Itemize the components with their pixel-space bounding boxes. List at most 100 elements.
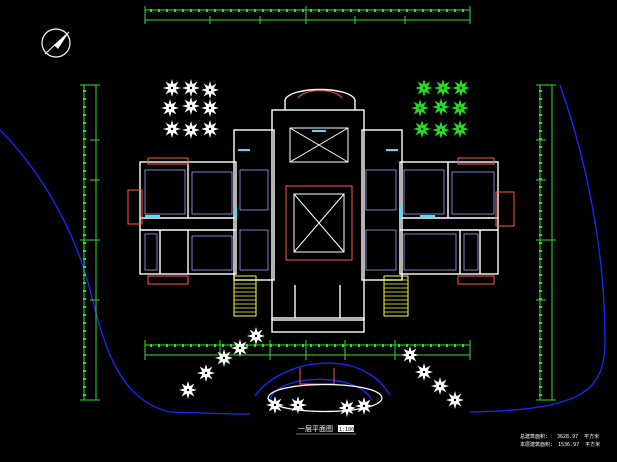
floor-area-unit: 平方米 [585, 441, 600, 448]
dim-tick [198, 9, 200, 12]
scale-label: 1:100 [339, 427, 354, 433]
dim-tick [358, 9, 360, 12]
door-markers [145, 130, 435, 220]
stair-steps [234, 279, 408, 313]
dim-tick [254, 9, 256, 12]
tree-icon [431, 377, 449, 395]
dim-tick [83, 130, 86, 132]
dim-tick [382, 9, 384, 12]
dim-tick [539, 362, 542, 364]
tree-icon [161, 99, 179, 117]
dim-tick [246, 9, 248, 12]
dim-tick [83, 322, 86, 324]
tree-icon [266, 396, 284, 414]
dim-tick [539, 314, 542, 316]
dim-tick [539, 290, 542, 292]
tree-icon [432, 98, 450, 116]
dim-tick [83, 162, 86, 164]
dim-tick [326, 344, 328, 347]
dim-tick [438, 344, 440, 347]
floor-area-value: 1536.97 [558, 442, 579, 448]
dim-tick [539, 258, 542, 260]
dim-tick [342, 9, 344, 12]
dim-tick [398, 9, 400, 12]
dim-tick [539, 90, 542, 92]
total-area-unit: 平方米 [584, 433, 599, 440]
dim-tick [539, 170, 542, 172]
dim-tick [539, 106, 542, 108]
dim-tick [83, 266, 86, 268]
tree-icon [182, 97, 200, 115]
dim-tick [83, 282, 86, 284]
dim-tick [83, 330, 86, 332]
dim-tick [462, 9, 464, 12]
dim-tick [206, 344, 208, 347]
dim-tick [539, 242, 542, 244]
dim-tick [342, 344, 344, 347]
dim-tick [83, 274, 86, 276]
dim-tick [358, 344, 360, 347]
dim-tick [190, 344, 192, 347]
dim-tick [422, 344, 424, 347]
dim-tick [198, 344, 200, 347]
dim-tick [539, 274, 542, 276]
hall-atrium [127, 90, 515, 385]
dim-tick [246, 344, 248, 347]
dim-tick [406, 344, 408, 347]
tree-icon [452, 79, 470, 97]
dim-tick [83, 122, 86, 124]
dim-tick [539, 162, 542, 164]
dim-tick [539, 298, 542, 300]
dim-tick [414, 344, 416, 347]
dim-tick [454, 9, 456, 12]
dim-tick [430, 9, 432, 12]
tree-icon [451, 120, 469, 138]
dim-tick [83, 378, 86, 380]
dim-tick [539, 378, 542, 380]
dim-tick [374, 344, 376, 347]
dim-tick [83, 298, 86, 300]
tree-icon [411, 99, 429, 117]
dim-tick [262, 344, 264, 347]
dim-tick [83, 346, 86, 348]
dim-tick [222, 344, 224, 347]
area-notes: 总建筑面积: 3628.97 平方米 本层建筑面积: 1536.97 平方米 [520, 433, 600, 448]
tree-icon [201, 99, 219, 117]
dim-tick [366, 9, 368, 12]
dim-tick [422, 9, 424, 12]
dim-tick [318, 344, 320, 347]
dim-tick [302, 344, 304, 347]
tree-icon [413, 120, 431, 138]
dim-tick [539, 322, 542, 324]
dim-tick [539, 394, 542, 396]
dim-tick [83, 218, 86, 220]
dim-tick [539, 250, 542, 252]
dim-tick [83, 194, 86, 196]
dim-tick [374, 9, 376, 12]
dim-tick [182, 9, 184, 12]
dim-tick [539, 98, 542, 100]
dim-tick [83, 370, 86, 372]
dim-tick [334, 9, 336, 12]
dim-tick [158, 344, 160, 347]
dim-tick [230, 9, 232, 12]
dim-tick [206, 9, 208, 12]
tree-icon [163, 79, 181, 97]
dim-tick [539, 130, 542, 132]
dim-tick [174, 9, 176, 12]
dim-tick [539, 154, 542, 156]
road-lines [0, 84, 606, 415]
dim-tick [454, 344, 456, 347]
dim-tick [539, 138, 542, 140]
dim-tick [318, 9, 320, 12]
dim-tick [446, 344, 448, 347]
dim-tick [539, 282, 542, 284]
north-arrow-icon [41, 28, 71, 58]
dim-tick [83, 186, 86, 188]
dim-tick [83, 250, 86, 252]
dim-tick [539, 234, 542, 236]
dim-tick [539, 386, 542, 388]
dim-tick [270, 344, 272, 347]
dim-tick [83, 138, 86, 140]
